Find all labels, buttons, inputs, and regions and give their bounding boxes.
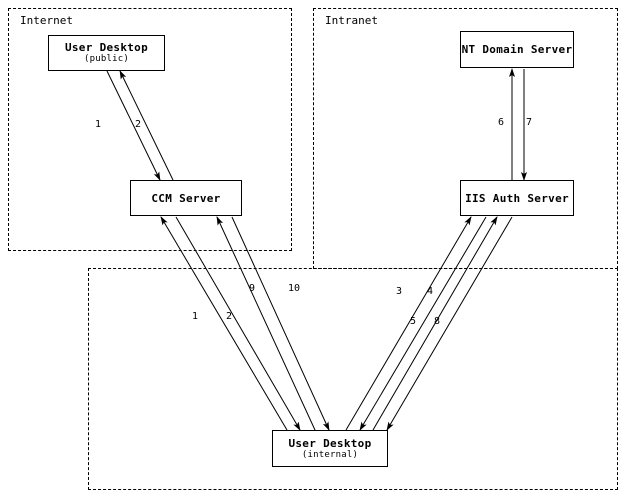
zone-intranet-label: Intranet xyxy=(325,14,378,27)
zone-internal-lan xyxy=(88,268,618,490)
zone-internet-label: Internet xyxy=(20,14,73,27)
node-title: User Desktop xyxy=(64,41,149,54)
label-3: 3 xyxy=(396,286,403,297)
label-4: 4 xyxy=(427,286,434,297)
node-title: User Desktop xyxy=(288,436,372,450)
label-9: 9 xyxy=(249,283,256,294)
node-nt-domain-server: NT Domain Server xyxy=(460,31,574,68)
label-1-public: 1 xyxy=(95,119,102,130)
node-user-desktop-public: User Desktop (public) xyxy=(48,35,165,71)
node-title: NT Domain Server xyxy=(461,43,573,56)
node-subtitle: (internal) xyxy=(301,449,359,460)
label-2-internal: 2 xyxy=(226,311,233,322)
label-5: 5 xyxy=(410,316,417,327)
label-10: 10 xyxy=(288,283,301,294)
label-6: 6 xyxy=(498,117,505,128)
node-iis-auth-server: IIS Auth Server xyxy=(460,180,574,216)
label-2-public: 2 xyxy=(135,119,142,130)
node-ccm-server: CCM Server xyxy=(130,180,242,216)
node-user-desktop-internal: User Desktop (internal) xyxy=(272,430,388,467)
node-title: CCM Server xyxy=(151,191,221,205)
node-subtitle: (public) xyxy=(84,54,129,64)
node-title: IIS Auth Server xyxy=(465,191,569,205)
zone-internet xyxy=(8,8,292,251)
label-8: 8 xyxy=(434,316,441,327)
label-1-internal: 1 xyxy=(192,311,199,322)
label-7: 7 xyxy=(526,117,533,128)
